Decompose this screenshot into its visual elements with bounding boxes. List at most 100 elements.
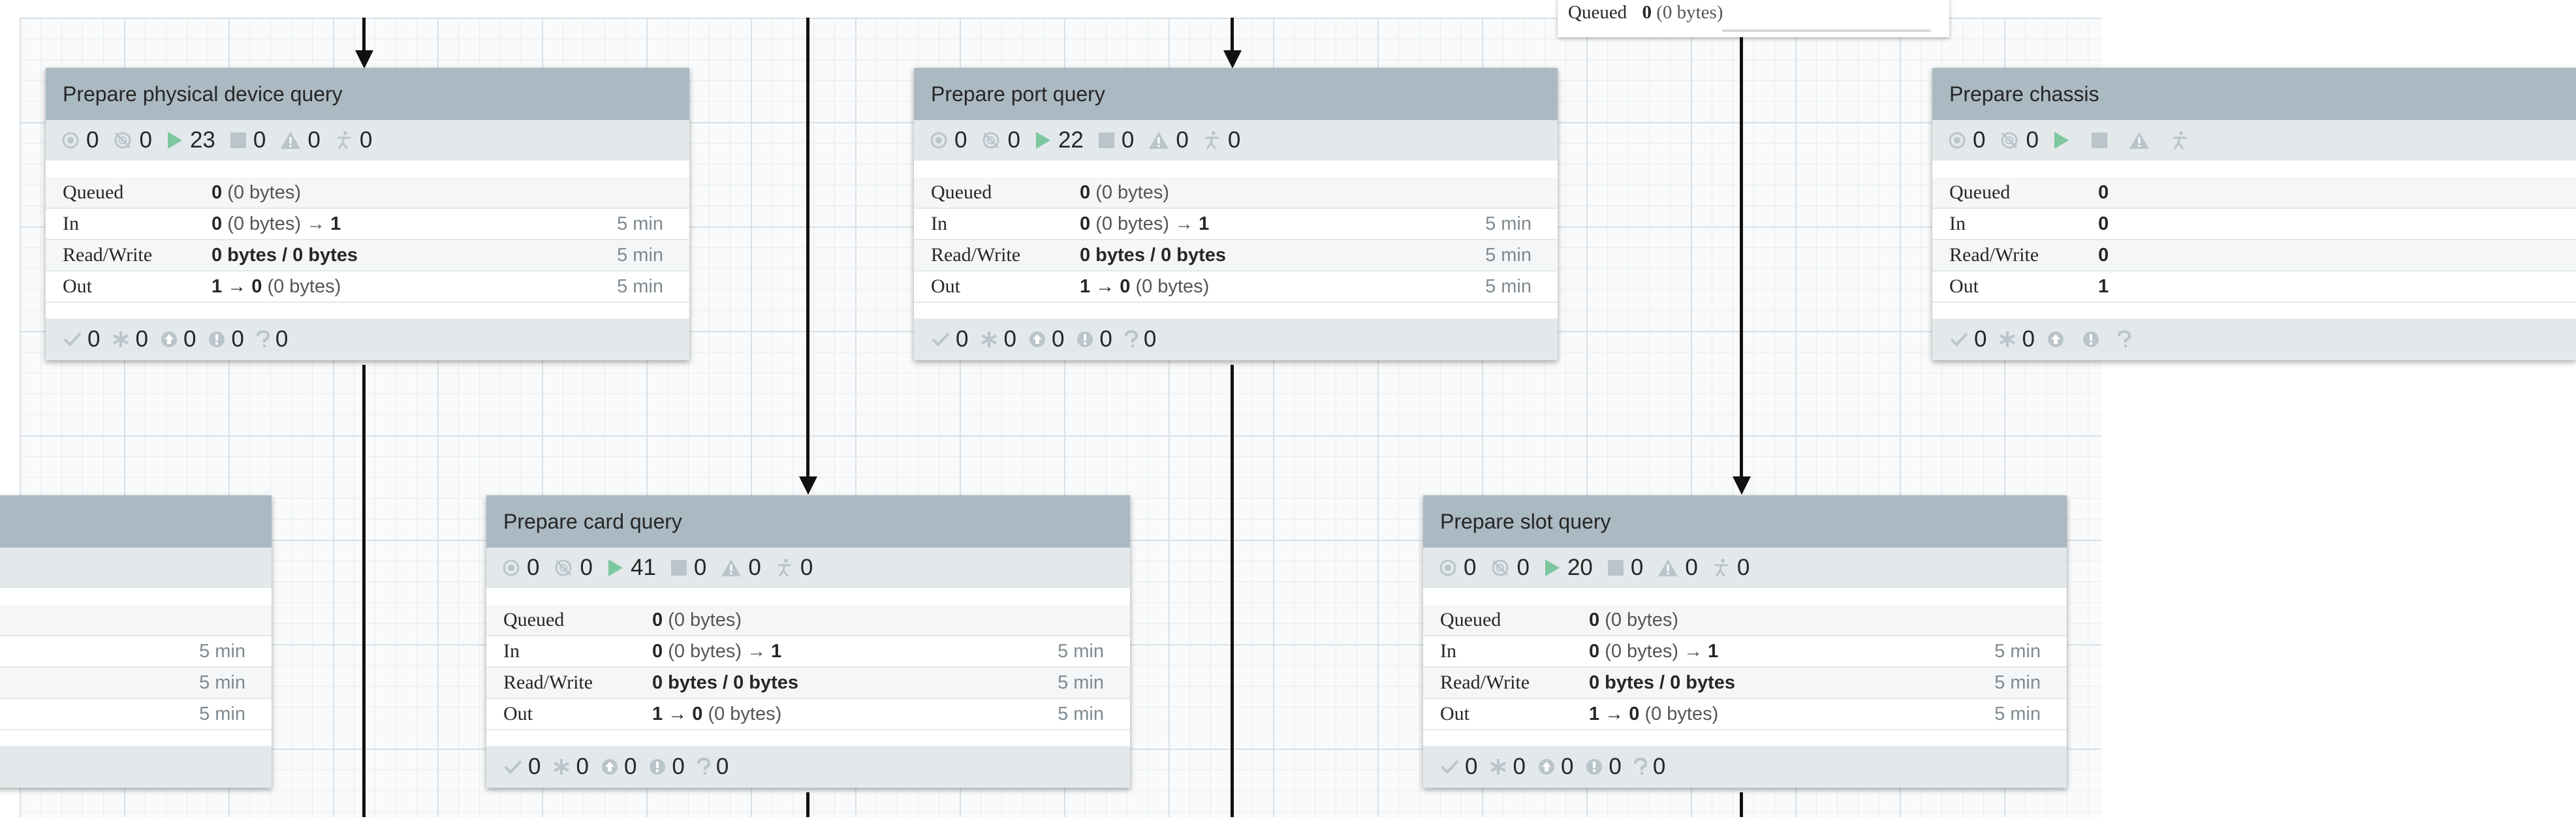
row-time: 5 min xyxy=(617,245,663,266)
stat-up-to-date-value: 0 xyxy=(87,326,101,352)
stat-modified-value: 0 xyxy=(576,754,589,779)
stat-unknown-value: 0 xyxy=(1652,754,1666,779)
stat-modified: 0 xyxy=(1998,326,2035,352)
row-time: 5 min xyxy=(199,672,245,693)
stat-stale-value: 0 xyxy=(1560,754,1574,779)
row-value: 0 xyxy=(212,182,223,203)
row-label: Queued xyxy=(931,181,992,203)
stat-warnings: 0 xyxy=(1148,127,1189,153)
row-tail: 1 xyxy=(1708,641,1719,662)
stat-stopped-value: 0 xyxy=(1516,555,1530,580)
stat-stale-value: 0 xyxy=(623,754,637,779)
unknown-icon xyxy=(2117,330,2137,349)
row-out: 5 min xyxy=(0,699,272,730)
up-to-date-icon xyxy=(503,758,528,775)
row-label: Read/Write xyxy=(931,244,1021,266)
connection-line[interactable] xyxy=(362,365,366,817)
row-tail: 1 xyxy=(330,213,341,234)
processor-name[interactable] xyxy=(0,495,272,548)
stat-stopped: 0 xyxy=(554,555,593,581)
warning-icon xyxy=(2129,131,2156,149)
stat-running: 0 xyxy=(930,127,967,153)
stat-stale-value: 0 xyxy=(1051,326,1065,352)
stat-warnings-value: 0 xyxy=(748,555,761,580)
stat-warnings-value: 0 xyxy=(1685,555,1698,580)
processor-name[interactable]: Prepare chassis xyxy=(1932,68,2576,120)
row-value: 0 xyxy=(2098,182,2109,203)
row-detail: (0 bytes) → xyxy=(1605,641,1703,662)
stat-active-value: 20 xyxy=(1567,555,1593,580)
up-to-date-icon xyxy=(63,331,87,348)
active-icon xyxy=(607,558,631,578)
unknown-icon xyxy=(256,330,275,349)
warning-icon xyxy=(280,131,307,149)
connection-line[interactable] xyxy=(806,792,809,817)
flow-canvas[interactable]: Queued 0 (0 bytes) Prepare physical devi… xyxy=(0,0,2576,817)
invalid-icon xyxy=(1712,558,1737,578)
connection-line[interactable] xyxy=(1231,18,1234,52)
row-time: 5 min xyxy=(1485,213,1531,234)
connection-arrowhead xyxy=(799,476,817,495)
connection-line[interactable] xyxy=(1740,37,1743,478)
up-to-date-icon xyxy=(1949,331,1974,348)
row-detail: (0 bytes) → xyxy=(1095,213,1194,234)
stat-running: 0 xyxy=(502,555,539,581)
stat-invalid: 0 xyxy=(335,127,372,153)
invalid-icon xyxy=(335,131,360,150)
stale-icon xyxy=(2047,330,2070,349)
stat-stale: 0 xyxy=(1028,326,1064,352)
stat-disabled: 0 xyxy=(670,555,706,581)
stat-unknown-value: 0 xyxy=(715,754,729,779)
processor-partial-top[interactable]: Queued 0 (0 bytes) xyxy=(1558,0,1949,37)
row-detail-queued: (0 bytes) xyxy=(1656,2,1723,23)
stat-running-value: 0 xyxy=(86,127,99,153)
connection-line[interactable] xyxy=(362,18,366,52)
processor-name[interactable]: Prepare slot query xyxy=(1423,495,2067,548)
stat-stopped-value: 0 xyxy=(580,555,593,580)
connection-arrowhead xyxy=(1223,50,1242,69)
row-label: Queued xyxy=(1440,609,1501,630)
stale-icon xyxy=(1028,330,1052,349)
warning-icon xyxy=(1657,559,1685,577)
row-tail: 0 xyxy=(251,276,262,297)
connection-line[interactable] xyxy=(1231,365,1234,817)
stat-stopped: 0 xyxy=(981,127,1020,153)
stat-errors: 0 xyxy=(648,754,685,780)
connection-line[interactable] xyxy=(806,18,809,478)
stat-errors-value: 0 xyxy=(672,754,685,779)
processor-name[interactable]: Prepare card query xyxy=(486,495,1130,548)
row-time: 5 min xyxy=(617,276,663,297)
running-icon xyxy=(61,131,86,149)
stat-stopped-value: 0 xyxy=(2026,127,2039,153)
row-value: 0 xyxy=(652,610,663,630)
stat-errors: 0 xyxy=(1585,754,1622,780)
processor-name[interactable]: Prepare port query xyxy=(914,68,1558,120)
stat-invalid: 0 xyxy=(1203,127,1240,153)
row-label: Read/Write xyxy=(503,672,593,693)
connection-line[interactable] xyxy=(1740,792,1743,817)
warning-icon xyxy=(721,559,748,577)
processor-name[interactable]: Prepare physical device query xyxy=(46,68,689,120)
stat-active: 23 xyxy=(166,127,215,153)
stat-unknown: 0 xyxy=(1124,326,1156,352)
up-to-date-icon xyxy=(1440,758,1465,775)
stat-warnings: 0 xyxy=(280,127,321,153)
